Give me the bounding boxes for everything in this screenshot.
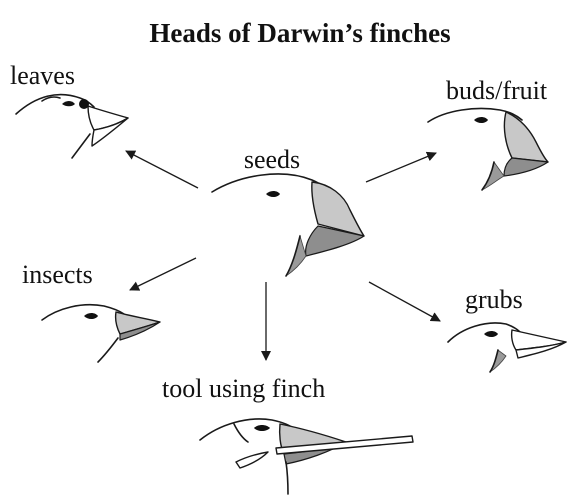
insects-finch-head [42,305,160,362]
leaves-finch-head [16,95,128,158]
label-insects: insects [22,260,93,289]
buds-fruit-finch-head [428,109,548,191]
tool-using-finch-head [200,419,413,494]
grubs-finch-head [448,323,566,372]
diagram-title: Heads of Darwin’s finches [149,18,450,48]
label-buds-fruit: buds/fruit [446,76,548,105]
label-tool-using-finch: tool using finch [162,374,325,403]
label-leaves: leaves [10,61,75,90]
arrow-to-grubs [369,282,440,321]
label-grubs: grubs [465,285,523,314]
seeds-finch-head [212,174,364,276]
arrow-to-insects [130,258,196,290]
label-seeds: seeds [244,145,300,174]
arrow-to-leaves [126,151,198,188]
arrow-to-buds-fruit [366,153,436,182]
